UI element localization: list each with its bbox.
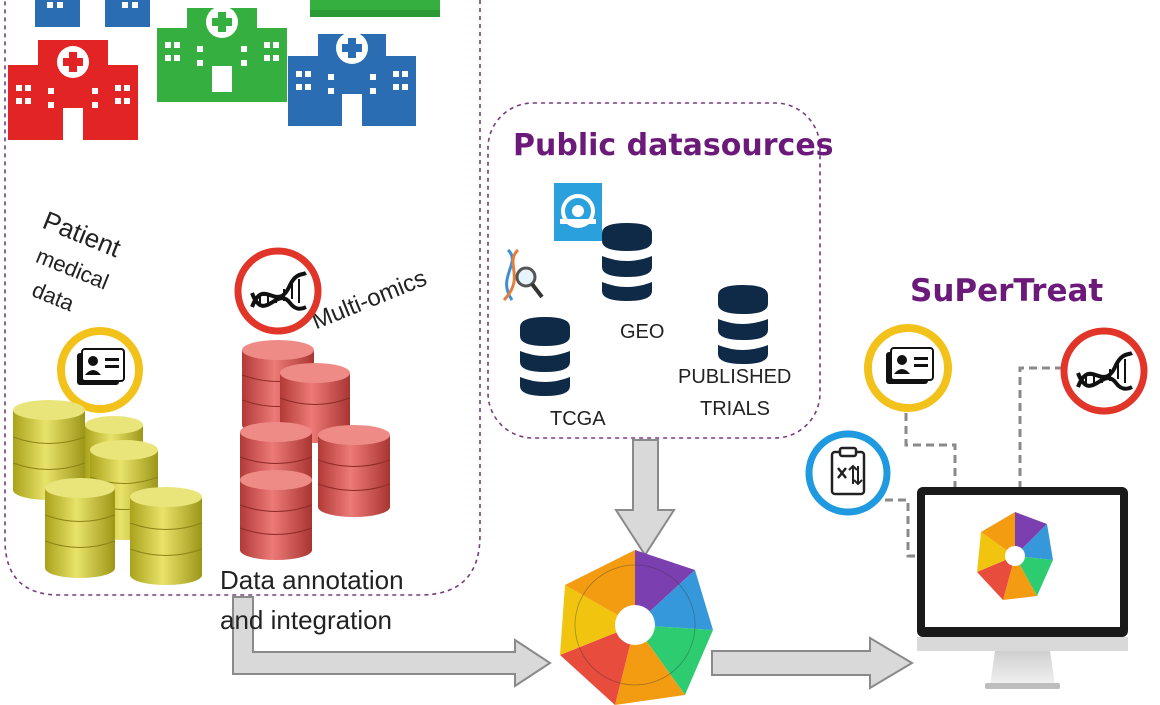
annotation-label-line1: Data annotation <box>220 565 404 595</box>
hospital-icon <box>8 40 138 140</box>
tcga-label: TCGA <box>550 408 606 430</box>
dna-icon <box>1060 327 1148 415</box>
patient-card-icon <box>864 324 952 412</box>
geo-label: GEO <box>620 321 665 343</box>
mri-scanner-icon <box>554 183 602 241</box>
database-icon <box>44 478 116 578</box>
database-icon <box>520 317 570 396</box>
public-datasources-title: Public datasources <box>513 128 834 163</box>
database-icon <box>602 223 652 301</box>
clipboard-icon <box>805 430 891 516</box>
dna-icon <box>234 247 322 335</box>
output-arrow <box>711 636 914 690</box>
hospital-icon <box>310 0 440 17</box>
hospital-icon <box>288 32 416 126</box>
puzzle-gear-icon <box>560 550 713 705</box>
trials-label: TRIALS <box>700 398 771 420</box>
integration-arrow <box>232 596 552 688</box>
database-icon <box>129 487 203 585</box>
patient-card-icon <box>57 327 143 413</box>
published-label: PUBLISHED <box>678 366 792 388</box>
hospital-icon <box>157 6 287 102</box>
dna-magnifier-icon <box>502 248 544 302</box>
annotation-label-line2: and integration <box>220 605 393 635</box>
supertreat-title: SuPerTreat <box>910 273 1104 309</box>
database-icon <box>718 285 768 364</box>
down-arrow <box>614 439 676 557</box>
hospital-icon <box>35 0 150 27</box>
database-icon <box>239 470 313 560</box>
puzzle-gear-icon <box>977 512 1053 600</box>
database-icon <box>317 425 391 517</box>
